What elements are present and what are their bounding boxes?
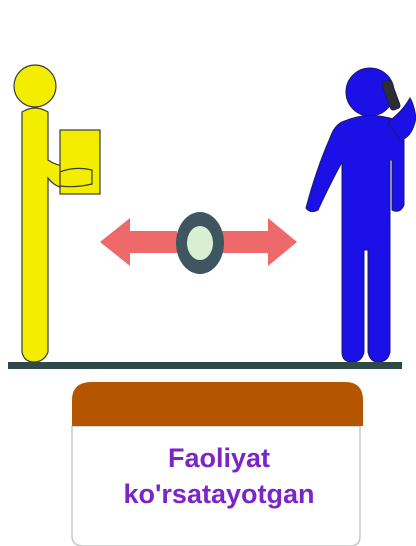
label-card-text: Faoliyat ko'rsatayotgan	[80, 440, 358, 512]
right-person-raised-arm	[387, 97, 416, 141]
person-on-phone-icon	[305, 67, 416, 363]
label-line-1: Faoliyat	[167, 443, 271, 473]
label-card	[71, 382, 363, 546]
coin-center	[187, 226, 213, 260]
label-card-body	[71, 425, 361, 546]
left-arrow	[100, 218, 177, 266]
coin-icon	[176, 212, 224, 274]
phone-icon	[381, 79, 401, 111]
person-holding-paper-icon	[13, 64, 101, 363]
right-arrow	[222, 218, 297, 266]
label-card-top	[72, 382, 363, 426]
left-person-head	[13, 64, 57, 108]
left-person-hand	[59, 167, 93, 188]
bidirectional-arrow-icon	[100, 218, 297, 266]
ground-line	[8, 362, 402, 369]
label-line-2: ko'rsatayotgan	[123, 479, 315, 509]
right-person-body	[305, 115, 405, 363]
